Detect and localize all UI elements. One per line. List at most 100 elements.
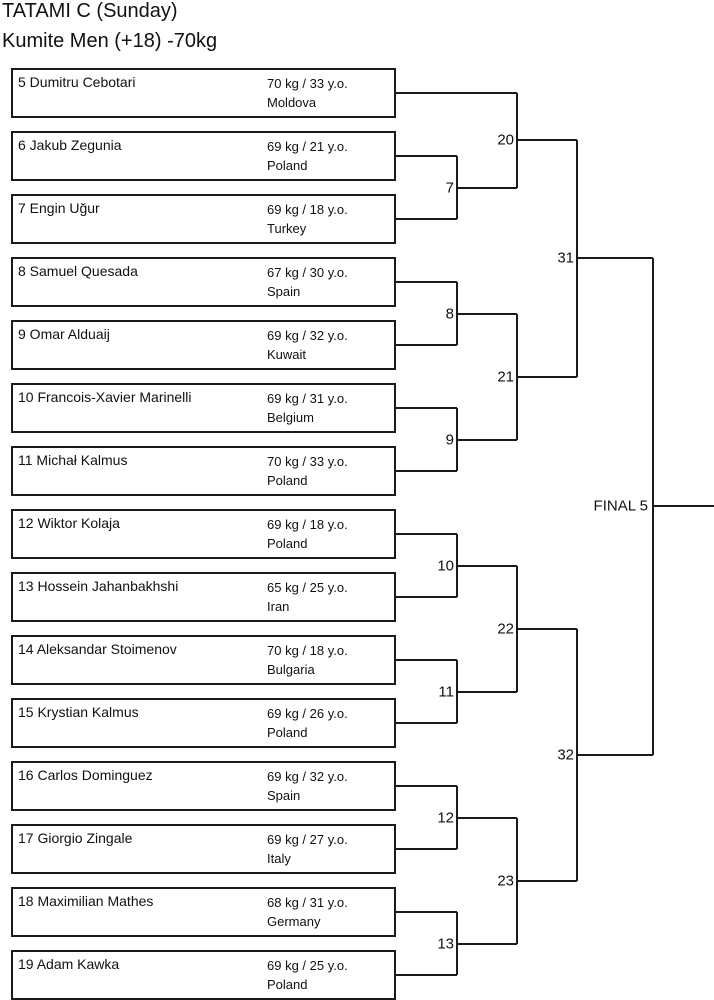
competitor-stats: 65 kg / 25 y.o.Iran xyxy=(267,578,393,616)
competitor-weight-age: 69 kg / 21 y.o. xyxy=(267,139,348,154)
competitor-box[interactable]: 17 Giorgio Zingale 69 kg / 27 y.o. Italy xyxy=(11,824,396,874)
bracket-line-horizontal xyxy=(457,690,517,693)
competitor-weight-age: 69 kg / 18 y.o. xyxy=(267,517,348,532)
competitor-name: 6 Jakub Zegunia xyxy=(18,137,122,153)
competitor-country: Poland xyxy=(267,725,308,740)
competitor-box[interactable]: 13 Hossein Jahanbakhshi 65 kg / 25 y.o.Ir… xyxy=(11,572,396,622)
competitor-country: Turkey xyxy=(267,221,307,236)
bracket-line-horizontal xyxy=(517,879,577,882)
match-number-12: 12 xyxy=(437,809,454,826)
bracket-line-horizontal xyxy=(396,785,457,787)
tatami-title: TATAMI C (Sunday) xyxy=(2,0,178,22)
bracket-line-horizontal xyxy=(396,407,457,409)
bye-line xyxy=(396,92,517,94)
match-number-8: 8 xyxy=(445,305,454,322)
competitor-weight-age: 69 kg / 25 y.o. xyxy=(267,958,348,973)
competitor-box[interactable]: 16 Carlos Dominguez 69 kg / 32 y.o.Spain xyxy=(11,761,396,811)
competitor-stats: 69 kg / 31 y.o. Belgium xyxy=(267,389,393,427)
bracket-line-horizontal xyxy=(396,281,457,283)
competitor-weight-age: 69 kg / 31 y.o. xyxy=(267,391,348,406)
competitor-country: Poland xyxy=(267,977,308,992)
competitor-stats: 69 kg / 32 y.o.Kuwait xyxy=(267,326,393,364)
competitor-name: 8 Samuel Quesada xyxy=(18,263,138,279)
competitor-weight-age: 69 kg / 18 y.o. xyxy=(267,202,348,217)
match-number-7: 7 xyxy=(445,179,454,196)
bracket-line-horizontal xyxy=(457,942,517,945)
bracket-line-horizontal xyxy=(517,627,577,630)
final-output-line xyxy=(653,505,714,508)
match-number-21: 21 xyxy=(497,368,514,385)
match-number-23: 23 xyxy=(497,872,514,889)
competitor-name: 18 Maximilian Mathes xyxy=(18,893,154,909)
match-number-10: 10 xyxy=(437,557,454,574)
competitor-country: Belgium xyxy=(267,410,314,425)
bracket-line-horizontal xyxy=(396,155,457,157)
competitor-weight-age: 70 kg / 33 y.o. xyxy=(267,454,348,469)
competitor-country: Spain xyxy=(267,284,301,299)
match-number-9: 9 xyxy=(445,431,454,448)
bracket-line-horizontal xyxy=(457,312,517,315)
competitor-name: 11 Michał Kalmus xyxy=(18,452,128,468)
bracket-line-horizontal xyxy=(457,564,517,567)
competitor-country: Poland xyxy=(267,536,308,551)
competitor-name: 19 Adam Kawka xyxy=(18,956,120,972)
competitor-stats: 68 kg / 31 y.o.Germany xyxy=(267,893,393,931)
competitor-weight-age: 67 kg / 30 y.o. xyxy=(267,265,348,280)
competitor-weight-age: 70 kg / 33 y.o. xyxy=(267,76,348,91)
competitor-stats: 69 kg / 21 y.o.Poland xyxy=(267,137,393,175)
competitor-box[interactable]: 6 Jakub Zegunia 69 kg / 21 y.o.Poland xyxy=(11,131,396,181)
competitor-country: Bulgaria xyxy=(267,662,315,677)
match-number-20: 20 xyxy=(497,131,514,149)
bracket-line-horizontal xyxy=(577,257,653,260)
competitor-stats: 69 kg / 27 y.o. Italy xyxy=(267,830,393,868)
bracket-line-horizontal xyxy=(457,438,517,441)
bracket-line-horizontal xyxy=(396,911,457,913)
bracket-line-horizontal xyxy=(396,659,457,661)
match-number-22: 22 xyxy=(497,620,514,637)
competitor-box[interactable]: 9 Omar Alduaij 69 kg / 32 y.o.Kuwait xyxy=(11,320,396,370)
competitor-country: Italy xyxy=(267,851,291,866)
competitor-name: 17 Giorgio Zingale xyxy=(18,830,133,846)
competitor-stats: 69 kg / 18 y.o. Poland xyxy=(267,515,393,553)
bracket-line-horizontal xyxy=(396,218,457,220)
bracket-line-horizontal xyxy=(457,186,517,189)
competitor-stats: 70 kg / 18 y.o. Bulgaria xyxy=(267,641,393,679)
competitor-box[interactable]: 8 Samuel Quesada 67 kg / 30 y.o. Spain xyxy=(11,257,396,307)
competitor-name: 12 Wiktor Kolaja xyxy=(18,515,120,531)
competitor-stats: 69 kg / 32 y.o.Spain xyxy=(267,767,393,805)
competitor-weight-age: 69 kg / 27 y.o. xyxy=(267,832,348,847)
competitor-weight-age: 68 kg / 31 y.o. xyxy=(267,895,348,910)
competitor-name: 15 Krystian Kalmus xyxy=(18,704,139,720)
competitor-name: 9 Omar Alduaij xyxy=(18,326,110,342)
match-number-32: 32 xyxy=(557,746,574,763)
competitor-box[interactable]: 19 Adam Kawka 69 kg / 25 y.o. Poland xyxy=(11,950,396,1000)
competitor-stats: 69 kg / 25 y.o. Poland xyxy=(267,956,393,994)
competitor-box[interactable]: 18 Maximilian Mathes 68 kg / 31 y.o.Germa… xyxy=(11,887,396,937)
competitor-box[interactable]: 12 Wiktor Kolaja 69 kg / 18 y.o. Poland xyxy=(11,509,396,559)
bracket-line-horizontal xyxy=(396,344,457,346)
bracket-line-horizontal xyxy=(517,375,577,378)
competitor-name: 14 Aleksandar Stoimenov xyxy=(18,641,177,657)
bracket-line-horizontal xyxy=(396,848,457,850)
competitor-stats: 70 kg / 33 y.o.Moldova xyxy=(267,74,393,112)
competitor-country: Spain xyxy=(267,788,301,803)
bracket-line-horizontal xyxy=(517,139,577,142)
competitor-name: 13 Hossein Jahanbakhshi xyxy=(18,578,179,594)
competitor-box[interactable]: 7 Engin Uğur 69 kg / 18 y.o. Turkey xyxy=(11,194,396,244)
competitor-name: 7 Engin Uğur xyxy=(18,200,100,216)
competitor-name: 16 Carlos Dominguez xyxy=(18,767,153,783)
competitor-weight-age: 70 kg / 18 y.o. xyxy=(267,643,348,658)
competitor-box[interactable]: 14 Aleksandar Stoimenov 70 kg / 18 y.o. Bu… xyxy=(11,635,396,685)
bracket-line-horizontal xyxy=(396,974,457,976)
match-number-11: 11 xyxy=(438,683,454,700)
bracket-line-horizontal xyxy=(457,816,517,819)
match-number-13: 13 xyxy=(437,935,454,952)
final-label: FINAL 5 xyxy=(593,497,648,515)
match-number-31: 31 xyxy=(557,249,574,267)
category-title: Kumite Men (+18) -70kg xyxy=(2,30,218,52)
